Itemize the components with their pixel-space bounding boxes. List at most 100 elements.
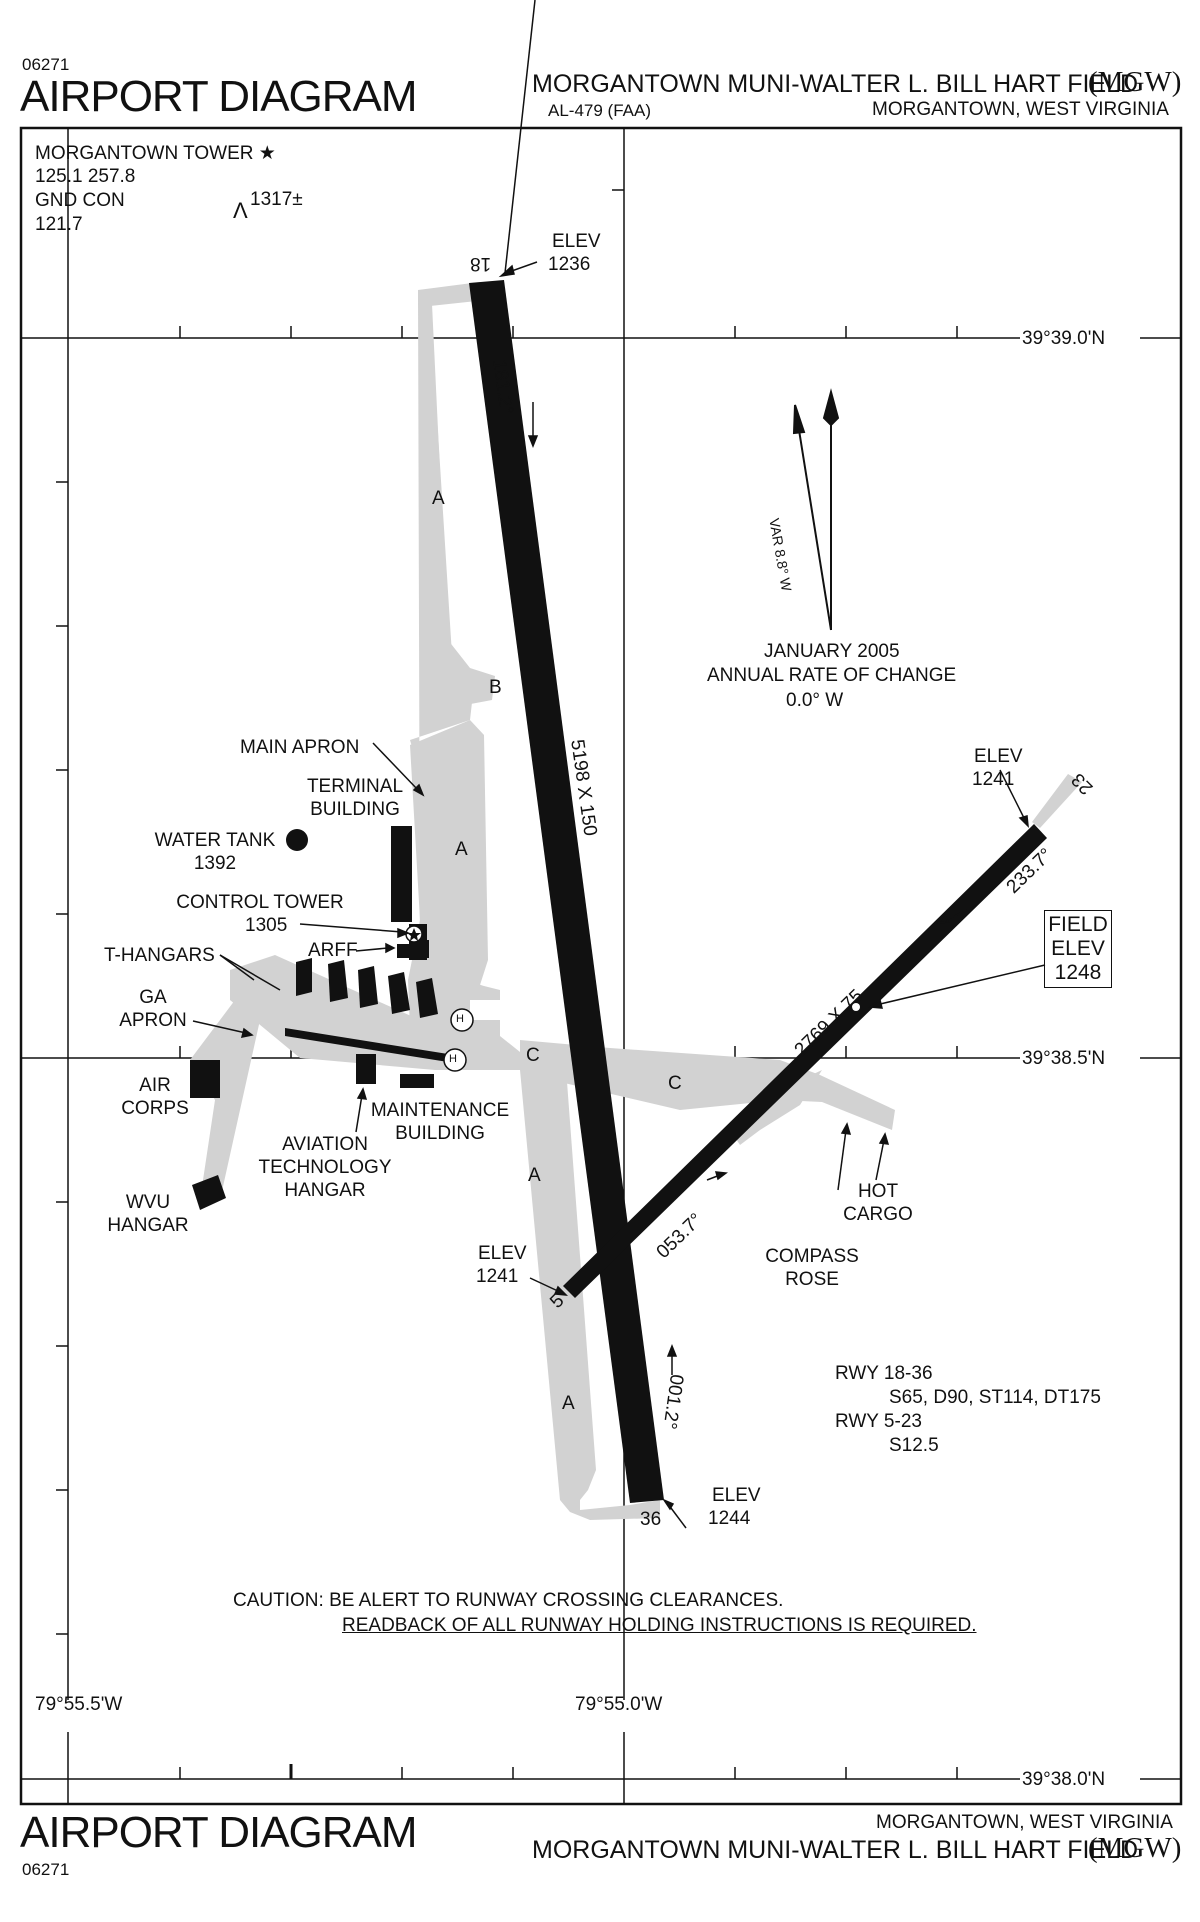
grid-ticks (56, 189, 958, 1779)
terminal-line1: TERMINAL (306, 776, 404, 797)
chart-number: 06271 (22, 55, 70, 74)
rwy18-elev-label: ELEV (552, 231, 601, 252)
rwy-18-36-strength: S65, D90, ST114, DT175 (889, 1387, 1101, 1408)
rwy-18-36-label: RWY 18-36 (835, 1363, 933, 1384)
magnetic-rate-value: 0.0° W (786, 690, 844, 711)
true-north-arrow (822, 388, 840, 427)
obstacle-icon: Λ (233, 198, 248, 223)
tower-label: MORGANTOWN TOWER (35, 143, 254, 164)
procedure-id: AL-479 (FAA) (548, 101, 651, 120)
arff-label: ARFF (308, 940, 358, 961)
air-corps-line1: AIR (139, 1075, 171, 1096)
airport-id: (MGW) (1088, 66, 1182, 98)
caution-prefix: CAUTION: (233, 1590, 324, 1611)
taxiway-a-label-2: A (455, 839, 468, 860)
footer-airport-name: MORGANTOWN MUNI-WALTER L. BILL HART FIEL… (532, 1836, 1139, 1864)
lon-left-label: 79°55.5'W (35, 1694, 123, 1715)
leader-lines (192, 0, 1046, 1529)
t-hangar-2 (328, 960, 348, 1002)
compass-line2: ROSE (785, 1269, 839, 1290)
taxiway-a-label-4: A (562, 1393, 575, 1414)
runway-end-36: 36 (640, 1509, 662, 1530)
caution-line1: CAUTION: BE ALERT TO RUNWAY CROSSING CLE… (233, 1589, 783, 1612)
hot-cargo-label: HOT CARGO (838, 1180, 918, 1226)
maintenance-line2: BUILDING (395, 1123, 485, 1144)
runway-end-18: 18 (470, 253, 492, 274)
taxiway-a-label-1: A (432, 488, 445, 509)
location: MORGANTOWN, WEST VIRGINIA (872, 99, 1169, 120)
t-hangar-3 (358, 966, 378, 1008)
footer-airport-id: (MGW) (1088, 1832, 1182, 1864)
taxiway-b-label: B (489, 677, 502, 698)
ga-apron-line2: APRON (119, 1010, 187, 1031)
compass-rose-area (730, 1070, 822, 1145)
rwy5-elevation: 1241 (476, 1266, 519, 1287)
control-tower-elevation: 1305 (245, 915, 288, 936)
field-elevation-box: FIELD ELEV 1248 (1044, 910, 1112, 988)
ga-apron-building (285, 1028, 448, 1062)
runway-18-36 (469, 280, 664, 1503)
wvu-hangar-label: WVU HANGAR (98, 1191, 198, 1237)
main-apron (408, 720, 500, 1045)
helipad-1 (450, 1008, 474, 1032)
lat-top-label: 39°39.0'N (1022, 328, 1106, 349)
caution-text1: BE ALERT TO RUNWAY CROSSING CLEARANCES. (329, 1590, 784, 1611)
rwy36-elevation: 1244 (708, 1508, 751, 1529)
tower-star-icon: ★ (258, 143, 276, 164)
chart-title: AIRPORT DIAGRAM (20, 72, 418, 121)
maintenance-line1: MAINTENANCE (370, 1100, 510, 1121)
rwy-5-23-label: RWY 5-23 (835, 1411, 922, 1432)
helipad-label-2: H (449, 1053, 457, 1065)
taxiway-c-label-2: C (668, 1073, 682, 1094)
buildings (190, 826, 448, 1210)
magnetic-north-arrow (792, 404, 806, 435)
tower-frequency: 125.1 257.8 (35, 166, 136, 187)
taxiway-a-label-3: A (528, 1165, 541, 1186)
compass-line1: COMPASS (765, 1246, 859, 1267)
map-frame (19, 126, 1183, 1806)
hot-cargo-line1: HOT (857, 1181, 899, 1202)
wvu-line1: WVU (125, 1192, 171, 1213)
field-elev-dot (852, 1003, 860, 1011)
taxiway-a-south (520, 1055, 660, 1520)
rwy36-elev-label: ELEV (712, 1485, 761, 1506)
lat-bottom-label: 39°38.0'N (1022, 1769, 1106, 1790)
air-corps-building (190, 1060, 220, 1098)
water-tank-symbol (286, 829, 308, 851)
main-apron-label: MAIN APRON (240, 737, 360, 758)
aviation-line2: TECHNOLOGY (258, 1157, 392, 1178)
terminal-label: TERMINAL BUILDING (300, 775, 410, 821)
magnetic-rate-label: ANNUAL RATE OF CHANGE (707, 665, 957, 686)
compass-rose-label: COMPASS ROSE (762, 1245, 862, 1291)
hot-cargo-line2: CARGO (843, 1204, 913, 1225)
tower-name: MORGANTOWN TOWER ★ (35, 142, 276, 165)
ga-apron-line1: GA (139, 987, 167, 1008)
aviation-line1: AVIATION (282, 1134, 368, 1155)
footer-location: MORGANTOWN, WEST VIRGINIA (876, 1812, 1173, 1833)
helipad-label-1: H (456, 1013, 464, 1025)
t-hangar-1 (296, 958, 312, 996)
footer-title: AIRPORT DIAGRAM (20, 1808, 418, 1857)
water-tank-label: WATER TANK 1392 (150, 829, 280, 875)
helipad-2 (443, 1048, 467, 1072)
lat-mid-label: 39°38.5'N (1022, 1048, 1106, 1069)
lon-mid-label: 79°55.0'W (575, 1694, 663, 1715)
water-tank-line1: WATER TANK (154, 830, 276, 851)
wvu-line2: HANGAR (107, 1215, 189, 1236)
rwy23-elev-label: ELEV (974, 746, 1023, 767)
field-elev-line2: ELEV (1051, 937, 1105, 960)
footer-chart-number: 06271 (22, 1860, 70, 1879)
maintenance-building-label: MAINTENANCE BUILDING (365, 1099, 515, 1145)
runway-5-23 (563, 824, 1047, 1298)
north-arrows (792, 388, 840, 631)
terminal-building (391, 826, 412, 922)
obstacle-elevation: 1317± (250, 189, 303, 210)
t-hangar-5 (416, 978, 438, 1018)
air-corps-label: AIR CORPS (115, 1074, 195, 1120)
airport-name: MORGANTOWN MUNI-WALTER L. BILL HART FIEL… (532, 70, 1139, 98)
rwy23-elevation: 1241 (972, 769, 1015, 790)
ground-label: GND CON (35, 190, 125, 211)
wvu-taxiway (190, 1000, 260, 1200)
wvu-hangar (192, 1175, 226, 1210)
rwy5-elev-label: ELEV (478, 1243, 527, 1264)
